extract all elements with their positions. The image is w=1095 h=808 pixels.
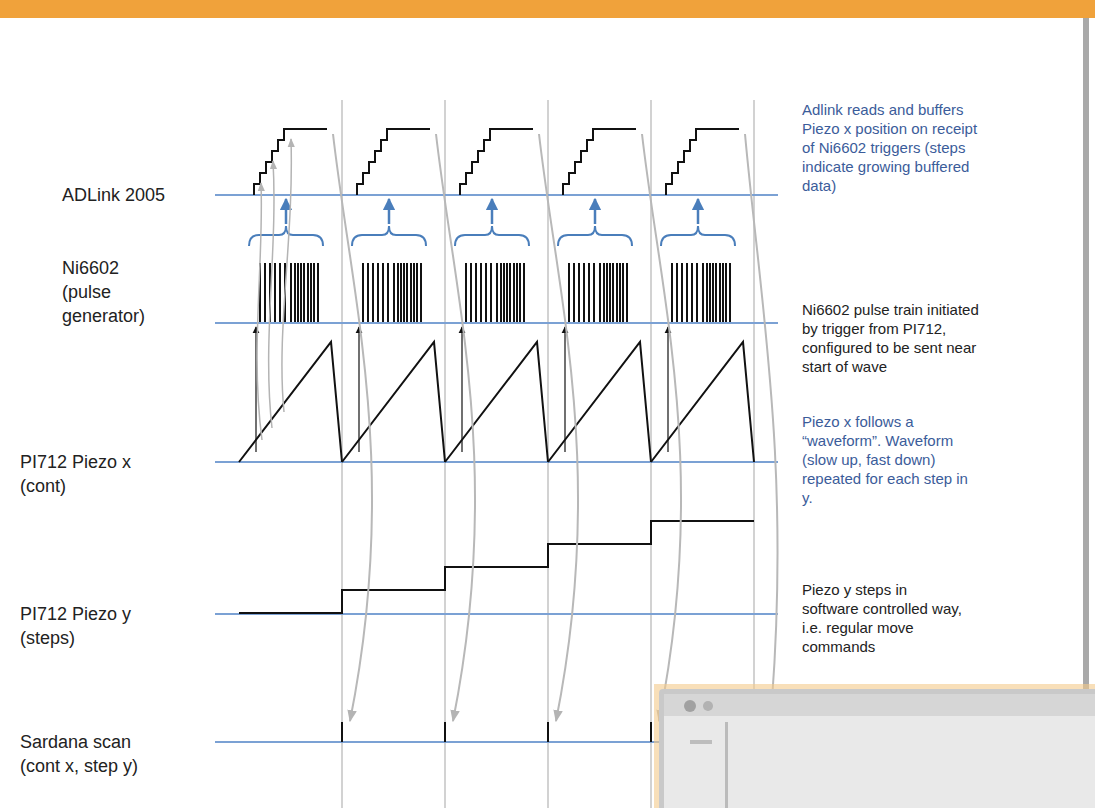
grid-lines	[342, 100, 754, 808]
note: Piezo x follows a “waveform”. Waveform (…	[802, 412, 982, 507]
note: Piezo y steps in software controlled way…	[802, 580, 967, 656]
read-curves	[257, 139, 291, 440]
row-label: Ni6602 (pulse generator)	[62, 256, 162, 328]
row-label: Sardana scan (cont x, step y)	[20, 730, 160, 778]
header-bar	[0, 0, 1095, 18]
transfer-curves	[333, 134, 778, 721]
row-label: PI712 Piezo y (steps)	[20, 602, 150, 650]
note: Adlink reads and buffers Piezo x positio…	[802, 100, 982, 195]
scan-ticks	[342, 722, 651, 742]
scan-period	[651, 129, 754, 462]
scan-period	[445, 129, 548, 462]
screenshot-fragment	[654, 684, 1095, 808]
row-label: PI712 Piezo x (cont)	[20, 450, 150, 498]
scan-period	[239, 129, 342, 462]
scan-period	[548, 129, 651, 462]
row-label: ADLink 2005	[62, 183, 212, 207]
scan-period	[342, 129, 445, 462]
note: Ni6602 pulse train initiated by trigger …	[802, 300, 982, 376]
